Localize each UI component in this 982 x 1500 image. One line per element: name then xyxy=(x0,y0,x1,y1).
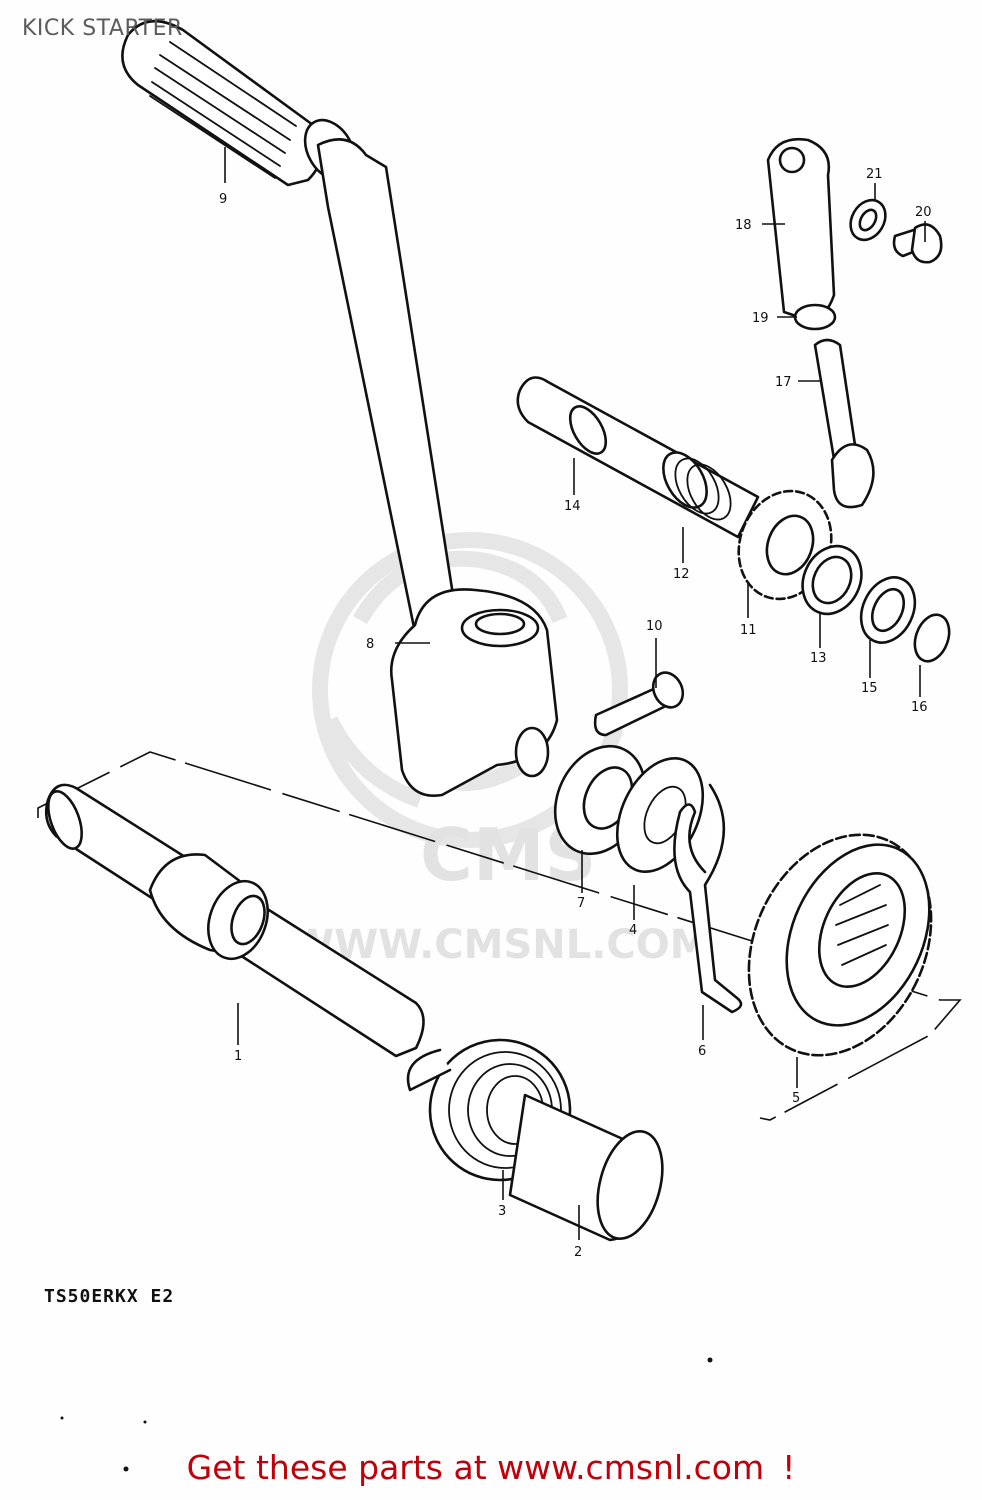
callout-6: 6 xyxy=(698,1044,706,1059)
part-15-thrust-washer xyxy=(859,576,917,644)
watermark-url-text: WWW.CMSNL.COM xyxy=(290,922,710,968)
callout-1: 1 xyxy=(234,1049,242,1064)
scan-specks xyxy=(60,1357,713,1472)
callout-3: 3 xyxy=(498,1204,506,1219)
promo-text: Get these parts at www.cmsnl.com xyxy=(186,1448,765,1487)
callout-4: 4 xyxy=(629,923,637,938)
callout-18: 18 xyxy=(735,218,752,233)
callout-19: 19 xyxy=(752,311,769,326)
model-code: TS50ERKX E2 xyxy=(44,1286,175,1307)
part-6-stopper-spring xyxy=(673,783,743,1014)
promo-exclamation: ! xyxy=(782,1448,796,1487)
callout-20: 20 xyxy=(915,205,932,220)
part-16-circlip xyxy=(913,613,951,663)
callout-16: 16 xyxy=(911,700,928,715)
part-21-washer xyxy=(849,198,887,242)
callout-labels: 9 8 10 18 19 17 21 20 14 12 11 13 15 16 … xyxy=(219,167,932,1260)
part-10-bolt xyxy=(593,671,685,737)
part-14-idle-shaft xyxy=(516,376,760,539)
callout-15: 15 xyxy=(861,681,878,696)
part-20-screw xyxy=(892,223,943,264)
callout-7: 7 xyxy=(577,896,585,911)
callout-10: 10 xyxy=(646,619,663,634)
part-12-spring xyxy=(662,451,732,521)
part-2-spring-guide xyxy=(508,1093,664,1242)
part-13-lock-washer xyxy=(801,544,863,616)
part-18-housing xyxy=(766,137,836,320)
part-8-lever xyxy=(316,138,559,798)
callout-13: 13 xyxy=(810,651,827,666)
leader-lines xyxy=(224,147,926,1240)
callout-17: 17 xyxy=(775,375,792,390)
part-17-pinion-shaft xyxy=(813,338,875,509)
callout-9: 9 xyxy=(219,192,227,207)
cms-watermark-logo: CMS WWW.CMSNL.COM xyxy=(290,532,710,968)
part-19-o-ring xyxy=(793,303,837,331)
callout-12: 12 xyxy=(673,567,690,582)
callout-8: 8 xyxy=(366,637,374,652)
callout-14: 14 xyxy=(564,499,581,514)
callout-11: 11 xyxy=(740,623,757,638)
page-title: KICK STARTER xyxy=(22,16,183,41)
part-1-shaft xyxy=(44,783,425,1058)
callout-2: 2 xyxy=(574,1245,582,1260)
callout-5: 5 xyxy=(792,1091,800,1106)
cmsnl-promo-link[interactable]: Get these parts at www.cmsnl.com! xyxy=(0,1448,982,1487)
callout-21: 21 xyxy=(866,167,883,182)
part-5-kick-gear xyxy=(747,833,933,1057)
